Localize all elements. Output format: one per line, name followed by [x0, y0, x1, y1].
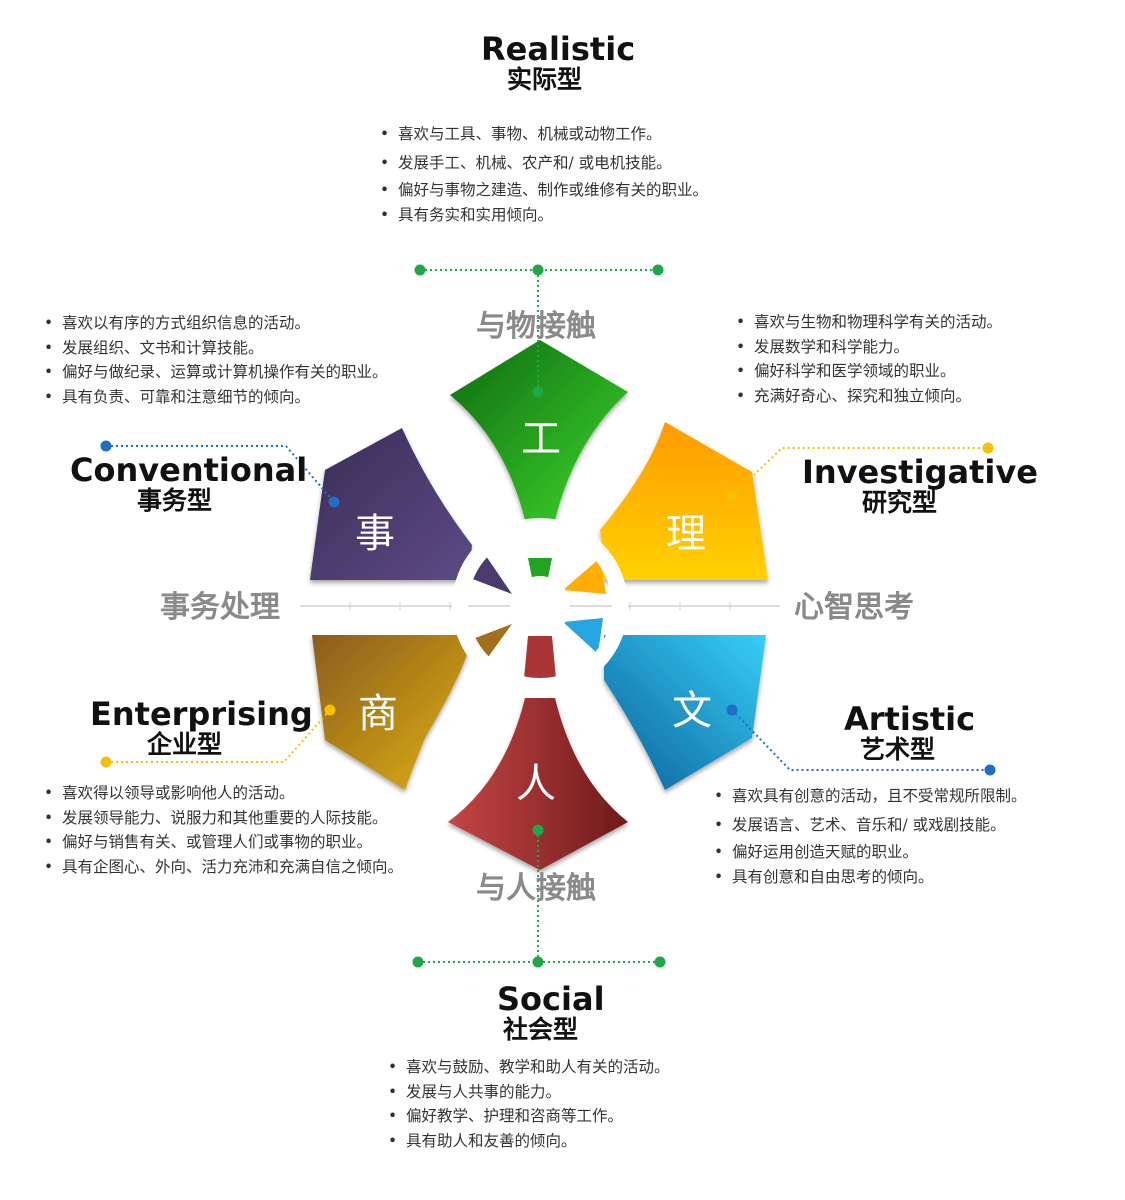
list-item: 充满好奇心、探究和独立倾向。 [736, 384, 1002, 409]
title-social-en: Social [497, 980, 605, 1018]
axis-label-right: 心智思考 [794, 590, 914, 625]
petal-enterprising [312, 635, 472, 790]
inner-wedge-social [524, 636, 556, 678]
axis-label-top: 与物接触 [476, 309, 596, 344]
petal-artistic [604, 635, 766, 790]
inner-wedge-investigative [563, 558, 606, 594]
list-item: 具有务实和实用倾向。 [380, 203, 708, 228]
petal-char-conventional: 事 [355, 511, 395, 557]
list-item: 具有负责、可靠和注意细节的倾向。 [44, 385, 388, 410]
list-item: 喜欢与工具、事物、机械或动物工作。 [380, 122, 708, 147]
list-item: 偏好运用创造天赋的职业。 [714, 840, 1027, 865]
list-item: 偏好与销售有关、或管理人们或事物的职业。 [44, 830, 403, 855]
axis-label-bottom: 与人接触 [476, 871, 596, 906]
desc-enterprising: 喜欢得以领导或影响他人的活动。 发展领导能力、说服力和其他重要的人际技能。 偏好… [44, 781, 403, 879]
title-enterprising-en: Enterprising [90, 695, 313, 733]
desc-social: 喜欢与鼓励、教学和助人有关的活动。 发展与人共事的能力。 偏好教学、护理和咨商等… [388, 1055, 670, 1153]
title-conventional-cn: 事务型 [137, 486, 213, 515]
list-item: 具有企图心、外向、活力充沛和充满自信之倾向。 [44, 855, 403, 880]
petal-conventional [310, 428, 472, 580]
petal-realistic [450, 340, 628, 520]
list-item: 发展语言、艺术、音乐和/ 或戏剧技能。 [714, 813, 1027, 838]
list-item: 偏好与事物之建造、制作或维修有关的职业。 [380, 178, 708, 203]
petal-char-realistic: 工 [521, 416, 561, 462]
list-item: 发展与人共事的能力。 [388, 1080, 670, 1105]
list-item: 发展手工、机械、农产和/ 或电机技能。 [380, 151, 708, 176]
center-ring [452, 518, 628, 694]
desc-artistic: 喜欢具有创意的活动，且不受常规所限制。 发展语言、艺术、音乐和/ 或戏剧技能。 … [714, 784, 1027, 889]
desc-realistic: 喜欢与工具、事物、机械或动物工作。 发展手工、机械、农产和/ 或电机技能。 偏好… [380, 122, 708, 227]
inner-wedge-conventional [470, 556, 512, 594]
inner-wedge-realistic [528, 558, 552, 578]
petal-char-artistic: 文 [672, 688, 712, 734]
connector-social [412, 824, 666, 968]
desc-investigative: 喜欢与生物和物理科学有关的活动。 发展数学和科学能力。 偏好科学和医学领域的职业… [736, 310, 1002, 408]
title-social-cn: 社会型 [503, 1015, 579, 1044]
list-item: 喜欢得以领导或影响他人的活动。 [44, 781, 403, 806]
inner-wedge-artistic [563, 618, 603, 654]
title-investigative-cn: 研究型 [862, 488, 938, 517]
petal-char-enterprising: 商 [358, 691, 398, 737]
title-artistic-cn: 艺术型 [860, 735, 936, 764]
petal-char-social: 人 [516, 761, 556, 807]
list-item: 具有创意和自由思考的倾向。 [714, 865, 1027, 890]
title-artistic-en: Artistic [844, 700, 976, 738]
desc-conventional: 喜欢以有序的方式组织信息的活动。 发展组织、文书和计算技能。 偏好与做纪录、运算… [44, 311, 388, 409]
connector-investigative [726, 442, 994, 502]
title-enterprising-cn: 企业型 [147, 730, 223, 759]
list-item: 偏好科学和医学领域的职业。 [736, 359, 1002, 384]
connector-conventional [100, 440, 340, 508]
connector-realistic [414, 264, 664, 398]
title-realistic-cn: 实际型 [507, 65, 583, 94]
axis-label-left: 事务处理 [160, 590, 280, 625]
list-item: 偏好与做纪录、运算或计算机操作有关的职业。 [44, 360, 388, 385]
petal-char-investigative: 理 [666, 511, 706, 557]
list-item: 喜欢以有序的方式组织信息的活动。 [44, 311, 388, 336]
connector-artistic [726, 704, 996, 776]
list-item: 喜欢与鼓励、教学和助人有关的活动。 [388, 1055, 670, 1080]
list-item: 发展数学和科学能力。 [736, 335, 1002, 360]
center-hub [510, 576, 570, 636]
petal-investigative [600, 422, 768, 580]
list-item: 喜欢与生物和物理科学有关的活动。 [736, 310, 1002, 335]
title-investigative-en: Investigative [802, 453, 1038, 491]
title-realistic-en: Realistic [481, 30, 636, 68]
list-item: 发展领导能力、说服力和其他重要的人际技能。 [44, 806, 403, 831]
title-conventional-en: Conventional [70, 451, 308, 489]
list-item: 发展组织、文书和计算技能。 [44, 336, 388, 361]
list-item: 喜欢具有创意的活动，且不受常规所限制。 [714, 784, 1027, 809]
list-item: 偏好教学、护理和咨商等工作。 [388, 1104, 670, 1129]
connector-enterprising [100, 704, 336, 768]
list-item: 具有助人和友善的倾向。 [388, 1129, 670, 1154]
petal-social [448, 698, 628, 870]
